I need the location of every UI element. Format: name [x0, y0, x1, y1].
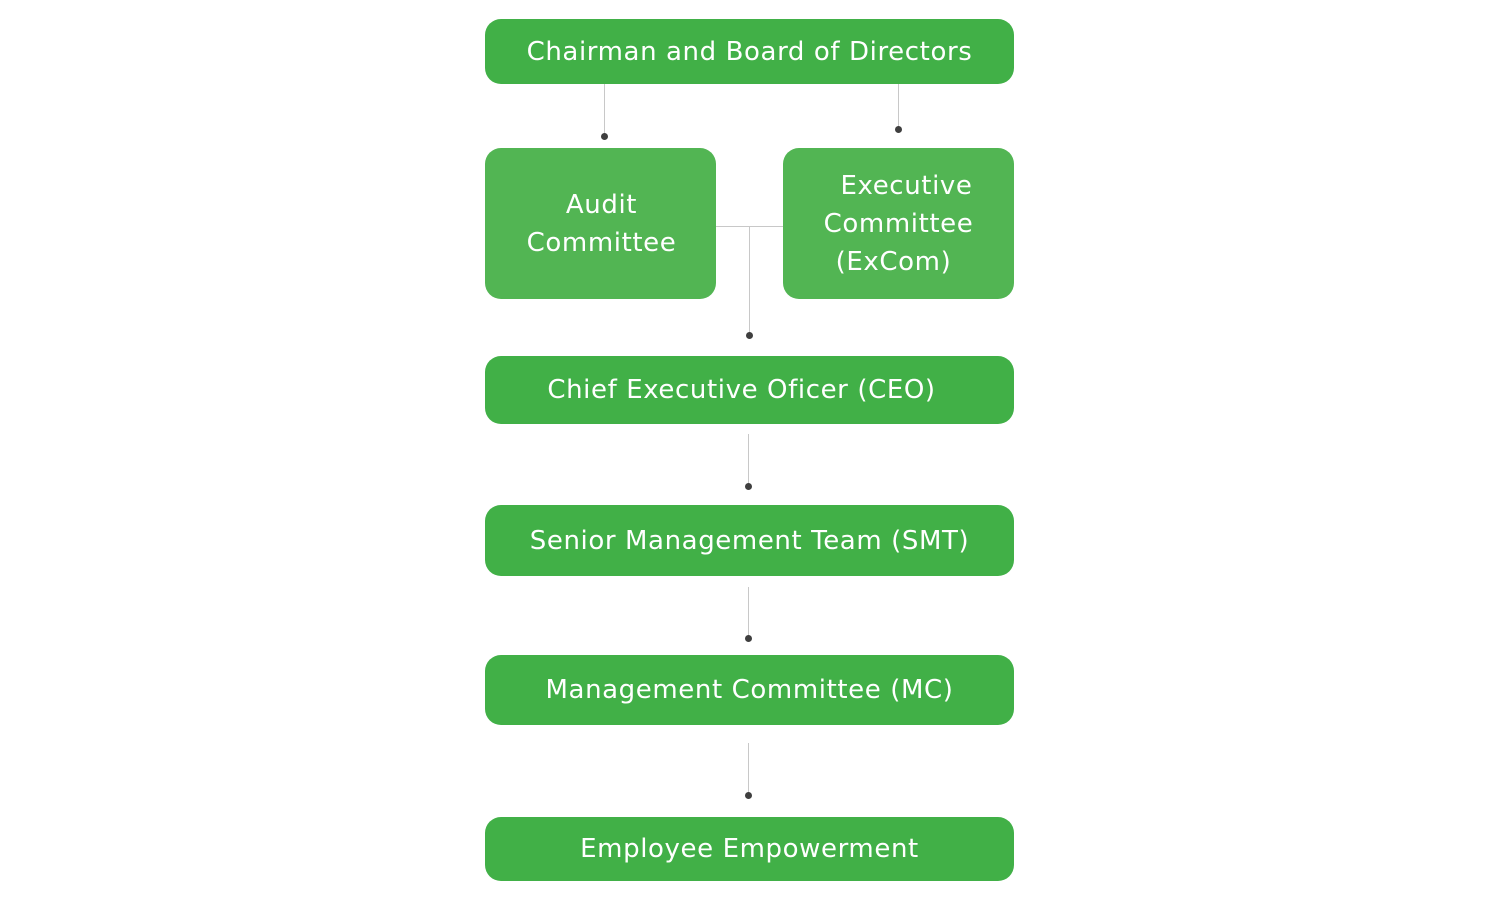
connector-dot-smt	[745, 483, 752, 490]
node-executive-committee-label: Executive Committee (ExCom)	[824, 167, 974, 281]
connector-ceo-to-smt	[748, 434, 749, 484]
connector-dot-audit	[601, 133, 608, 140]
node-audit-committee-line1: Audit	[565, 189, 638, 220]
node-management-committee-label: Management Committee (MC)	[545, 675, 954, 705]
node-executive-committee-line3: (ExCom)	[835, 246, 952, 277]
node-employee-empowerment-label: Employee Empowerment	[580, 834, 919, 864]
node-executive-committee-line1: Executive	[840, 170, 973, 201]
node-management-committee: Management Committee (MC)	[485, 655, 1014, 725]
connector-board-to-audit	[604, 84, 605, 134]
node-audit-committee-line2: Committee	[526, 227, 677, 258]
node-ceo-label: Chief Executive Oficer (CEO)	[547, 375, 936, 405]
connector-committees-to-ceo	[749, 226, 750, 333]
connector-mc-to-employee	[748, 743, 749, 793]
connector-dot-employee	[745, 792, 752, 799]
node-audit-committee-label: Audit Committee	[525, 186, 677, 262]
connector-dot-ceo	[746, 332, 753, 339]
node-employee-empowerment: Employee Empowerment	[485, 817, 1014, 881]
connector-dot-mc	[745, 635, 752, 642]
node-executive-committee: Executive Committee (ExCom)	[783, 148, 1014, 299]
node-board-of-directors: Chairman and Board of Directors	[485, 19, 1014, 84]
connector-dot-excom	[895, 126, 902, 133]
node-audit-committee: Audit Committee	[485, 148, 716, 299]
node-ceo: Chief Executive Oficer (CEO)	[485, 356, 1014, 424]
node-board-of-directors-label: Chairman and Board of Directors	[526, 36, 973, 67]
node-executive-committee-line2: Committee	[823, 208, 974, 239]
connector-smt-to-mc	[748, 587, 749, 636]
node-senior-management-team: Senior Management Team (SMT)	[485, 505, 1014, 576]
node-senior-management-team-label: Senior Management Team (SMT)	[529, 525, 970, 556]
connector-board-to-excom	[898, 76, 899, 127]
